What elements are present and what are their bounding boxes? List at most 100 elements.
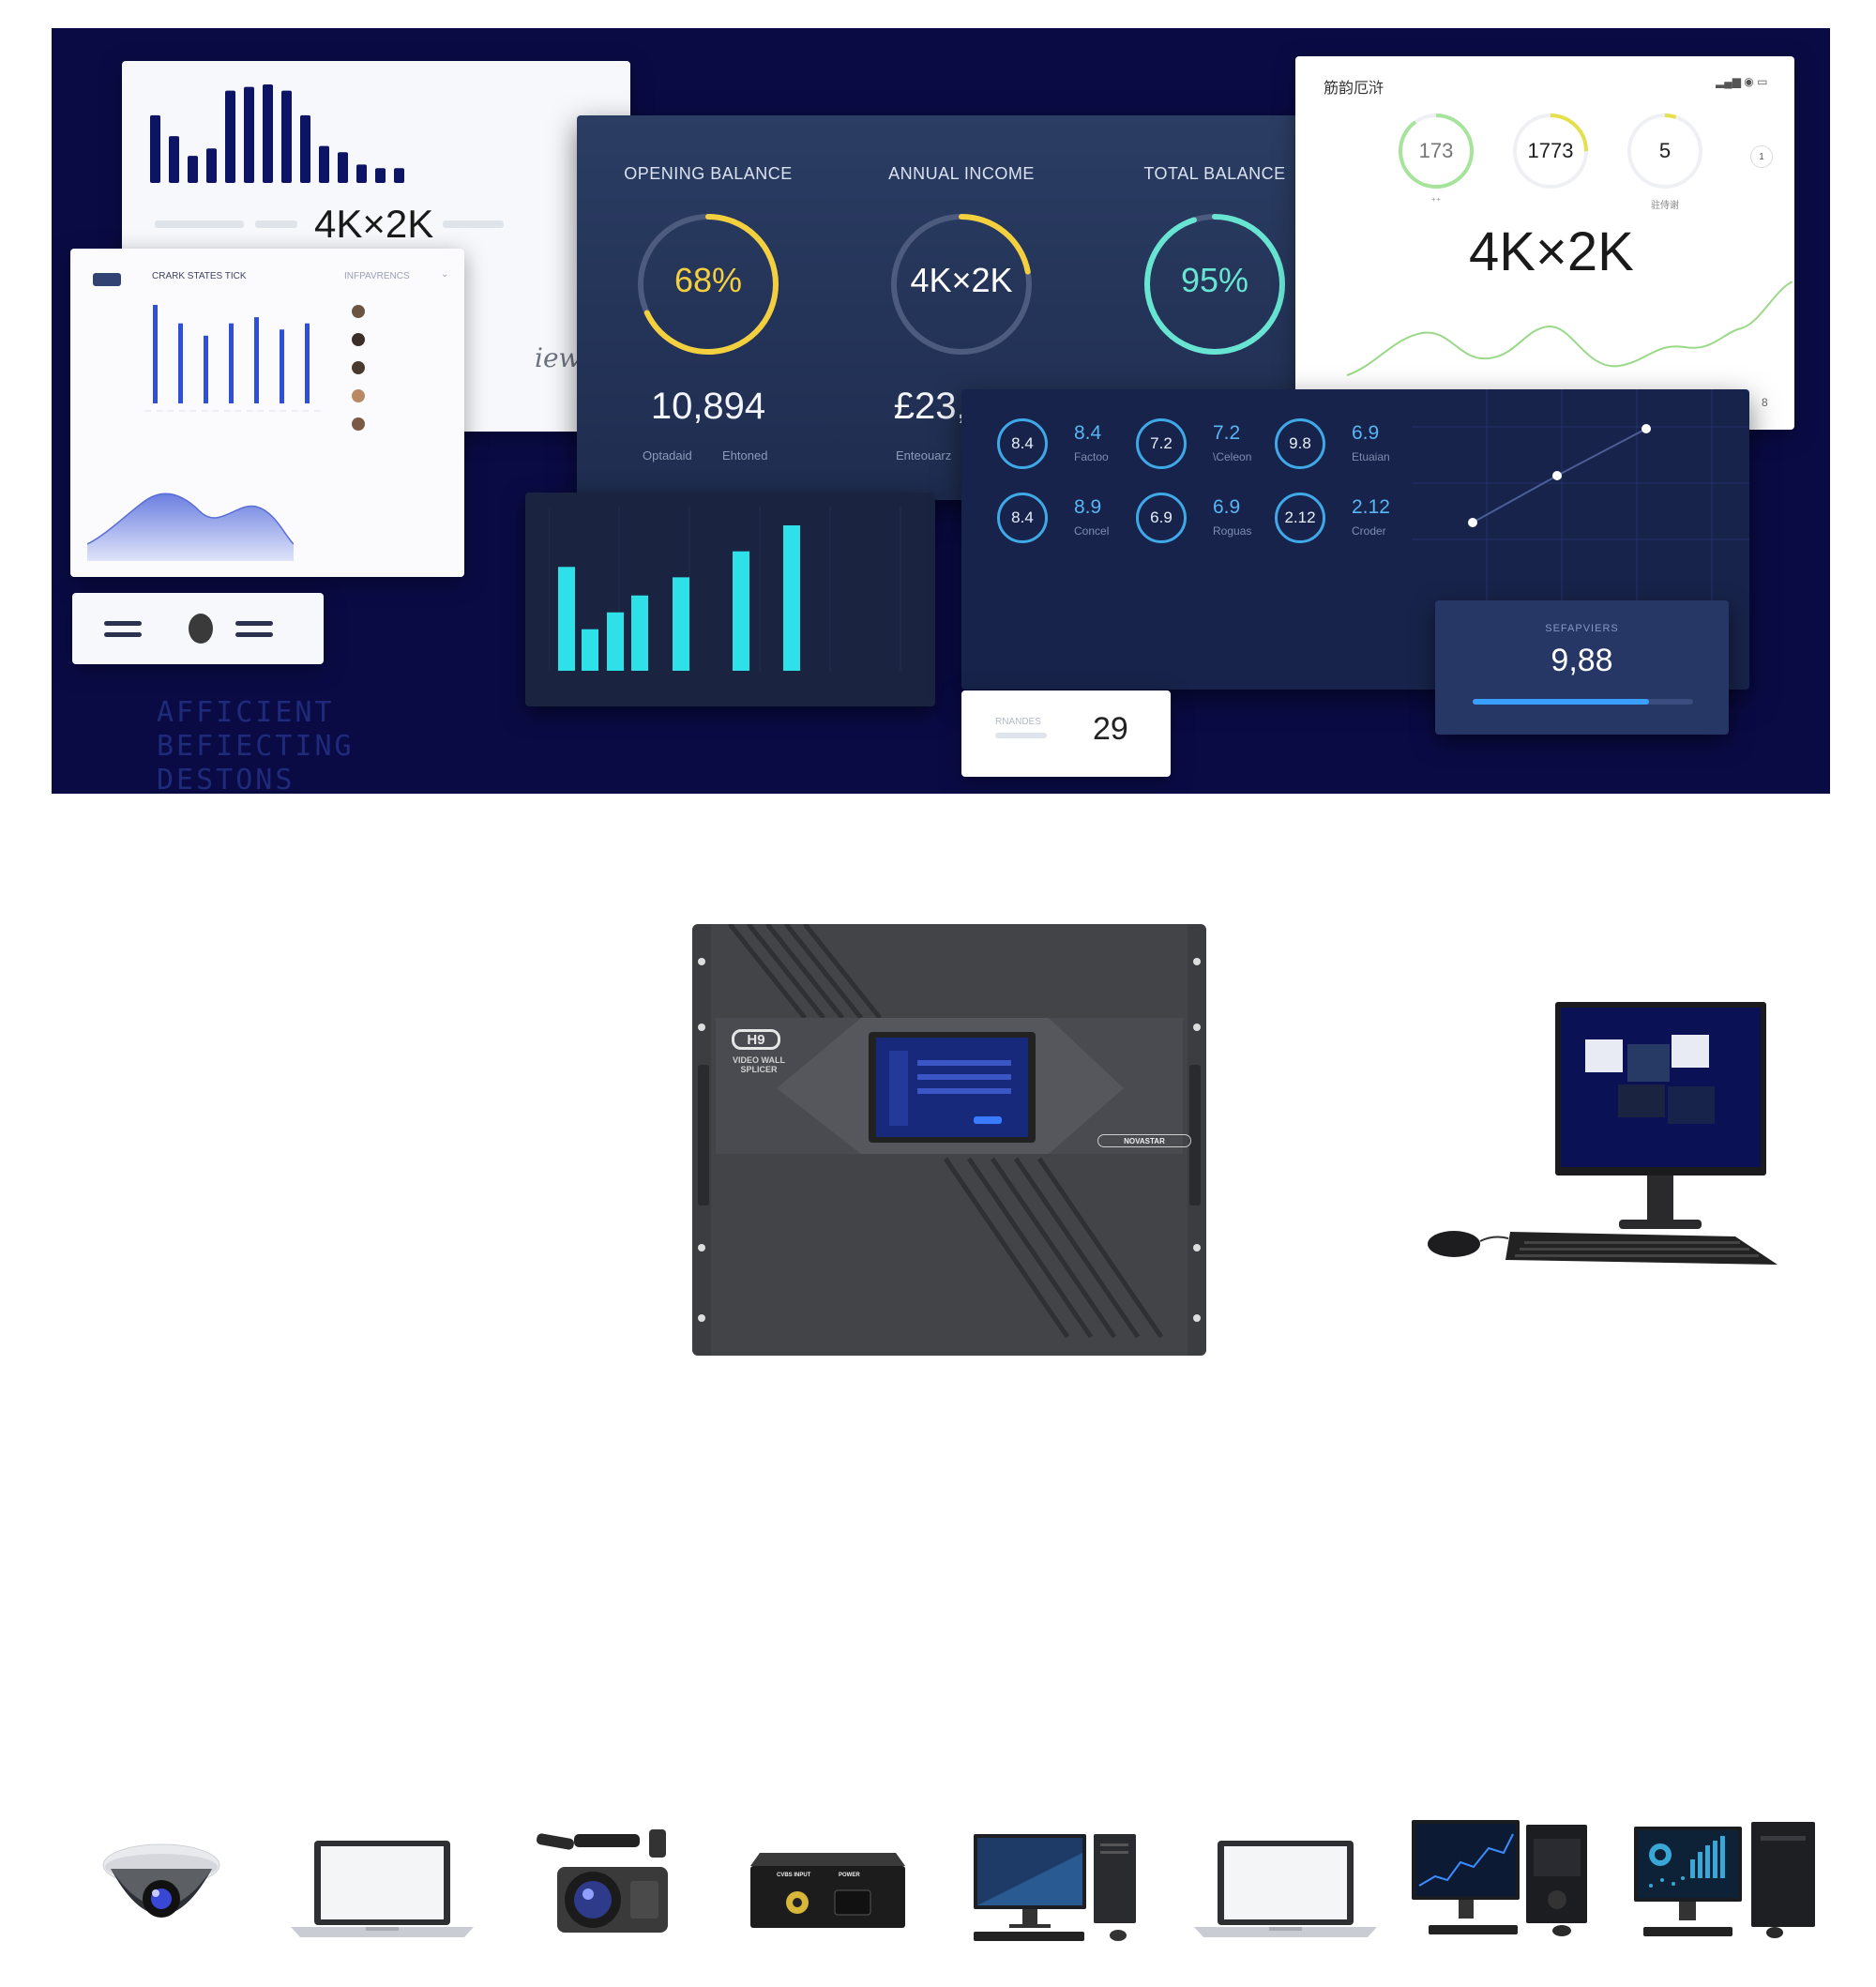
avatar xyxy=(189,614,213,644)
camcorder-icon xyxy=(537,1825,677,1945)
bar xyxy=(178,323,183,403)
mini-gauge xyxy=(1399,114,1474,189)
bar xyxy=(319,145,329,183)
resolution-label: 4K×2K xyxy=(1469,221,1634,282)
area-chart xyxy=(87,493,294,561)
gauge-arc xyxy=(1144,214,1285,355)
bar xyxy=(631,595,648,671)
device-subtitle: VIDEO WALL SPLICER xyxy=(726,1055,792,1074)
gauge-ring xyxy=(1144,214,1285,355)
mini-gauge xyxy=(1627,114,1702,189)
bar xyxy=(733,551,749,671)
power-label: POWER xyxy=(839,1873,860,1878)
kpi-number: 6.9 xyxy=(1213,496,1241,518)
ghost-line: AFFICIENT xyxy=(157,696,335,729)
teal-bar-card xyxy=(525,493,935,706)
device-subtitle-1: VIDEO WALL xyxy=(733,1055,785,1065)
kpi-label: Etuaian xyxy=(1352,450,1390,463)
bar xyxy=(188,156,198,183)
teal-bar-chart xyxy=(549,507,901,671)
placeholder-line xyxy=(235,621,273,626)
progress-card: SEFAPVIERS 9,88 xyxy=(1435,600,1729,735)
dome-camera-icon xyxy=(101,1839,221,1942)
bar xyxy=(356,164,367,183)
mini-dashboard-card: CRARK STATES TICK INFPAVRENCS ⌄ xyxy=(70,249,464,577)
gauge-ring xyxy=(891,214,1032,355)
trading-workstation-icon xyxy=(1412,1820,1592,1947)
cvbs-converter-icon: CVBS INPUT POWER xyxy=(750,1853,905,1930)
bar xyxy=(338,152,348,183)
placeholder-line xyxy=(255,220,297,228)
kpi-circle: 2.12 xyxy=(1275,493,1325,543)
kpi-circle: 9.8 xyxy=(1275,418,1325,469)
bar xyxy=(300,114,310,183)
gauge-sub: Ehtoned xyxy=(722,448,768,463)
gauge-center: 4K×2K xyxy=(910,261,1013,299)
bar xyxy=(375,168,386,183)
placeholder-line xyxy=(235,632,273,637)
chevron-down-icon[interactable]: ⌄ xyxy=(441,269,449,280)
avatar xyxy=(352,305,365,318)
gauge-value: 10,894 xyxy=(650,386,766,427)
stats-title: 筋韵厄浒 xyxy=(1324,81,1384,97)
mini-title: CRARK STATES TICK xyxy=(152,271,247,281)
progress-title: SEFAPVIERS xyxy=(1545,623,1619,634)
monitor-icon xyxy=(1428,1002,1778,1265)
gauge-value: 5 xyxy=(1658,139,1672,162)
profile-strip xyxy=(72,593,324,664)
maker-logo: NOVASTAR xyxy=(1097,1134,1191,1147)
cvbs-label: CVBS INPUT xyxy=(777,1873,811,1878)
placeholder-line xyxy=(104,632,142,637)
kpi-number: 7.2 xyxy=(1213,422,1241,444)
gauge-sub: 驻侍谢 xyxy=(1651,201,1679,211)
top-bar-chart xyxy=(150,84,404,183)
gauge-center: 95% xyxy=(1180,261,1249,299)
progress-value: 9,88 xyxy=(1551,643,1613,678)
laptop-icon xyxy=(291,1841,474,1939)
ghost-text: AFFICIENT BEFIECTING DESTONS xyxy=(157,696,438,794)
desktop-computer xyxy=(1426,1002,1782,1279)
placeholder-line xyxy=(443,220,504,228)
count-title: RNANDES xyxy=(995,717,1041,727)
ghost-line: BEFIECTING xyxy=(157,730,355,763)
bar xyxy=(204,335,208,403)
corner-number: 8 xyxy=(1762,396,1768,409)
kpi-label: Roguas xyxy=(1213,524,1252,538)
overlay-text: iew xyxy=(535,342,582,373)
mini-gauge xyxy=(1513,114,1588,189)
bar xyxy=(558,567,575,671)
resolution-label: 4K×2K xyxy=(314,202,434,246)
desktop-pc-icon xyxy=(974,1834,1142,1945)
placeholder-line xyxy=(995,733,1047,738)
kpi-label: \Celeon xyxy=(1213,450,1252,463)
bar xyxy=(150,114,160,183)
kpi-label: Croder xyxy=(1352,524,1386,538)
gauge-value: 173 xyxy=(1418,139,1454,162)
count-value: 29 xyxy=(1093,711,1128,747)
logo-icon xyxy=(93,273,121,286)
bar xyxy=(305,323,310,403)
kpi-number: 8.4 xyxy=(1074,422,1102,444)
kpi-label: Concel xyxy=(1074,524,1110,538)
bar xyxy=(225,90,235,183)
gauge-sub: ⁺⁺ xyxy=(1430,197,1442,207)
brand-badge: H9 xyxy=(732,1029,780,1050)
kpi-circle: 7.2 xyxy=(1136,418,1187,469)
kpi-circle: 8.4 xyxy=(997,493,1048,543)
bar xyxy=(783,525,800,671)
device-subtitle-2: SPLICER xyxy=(740,1065,778,1074)
bar xyxy=(280,329,284,403)
gauge-arc xyxy=(1627,114,1702,189)
kpi-circle: 8.4 xyxy=(997,418,1048,469)
gauge-arc xyxy=(1513,114,1588,189)
avatar xyxy=(352,417,365,431)
dashboard-banner: AFFICIENT BEFIECTING DESTONS 4K×2K iew C… xyxy=(52,28,1830,794)
analytics-workstation-icon xyxy=(1634,1822,1817,1947)
kpi-circle: 6.9 xyxy=(1136,493,1187,543)
kpi-label: Factoo xyxy=(1074,450,1109,463)
side-number: 1 xyxy=(1750,145,1773,168)
count-card: RNANDES 29 xyxy=(961,690,1171,777)
avatar-list xyxy=(352,305,365,431)
bar xyxy=(244,86,254,183)
